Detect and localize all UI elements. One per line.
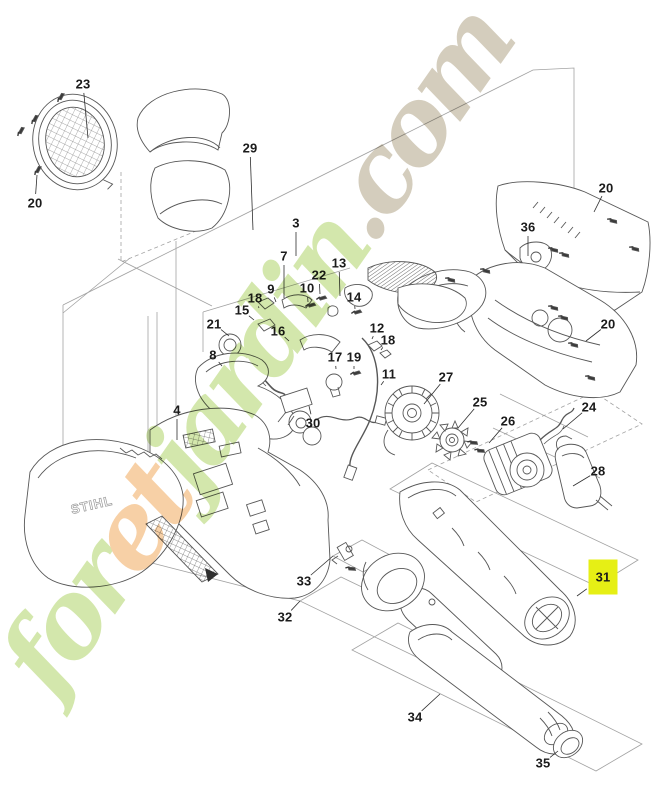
part-battery-cover: STIHL [23,439,184,588]
part-4-latch [182,428,242,458]
construction-lines [62,67,643,772]
part-23-intake-grille [32,93,118,191]
part-13-trigger-group [344,261,467,323]
part-31-blower-tube [399,481,576,646]
part-29-cover-lower [150,160,231,232]
part-30-harness-assembly [277,387,388,446]
part-vent-strip [145,515,219,583]
part-25-impeller [431,419,473,461]
part-11-wire [343,337,379,481]
part-33-clamp [331,541,354,565]
part-27-fan-wheel [383,385,440,456]
part-small-levers [257,294,392,398]
part-32-collar [361,552,425,612]
part-29-cover-upper [136,88,230,153]
part-24-motor [483,407,575,496]
part-34-nozzle-tube [408,624,575,755]
part-28-cone [554,435,613,511]
